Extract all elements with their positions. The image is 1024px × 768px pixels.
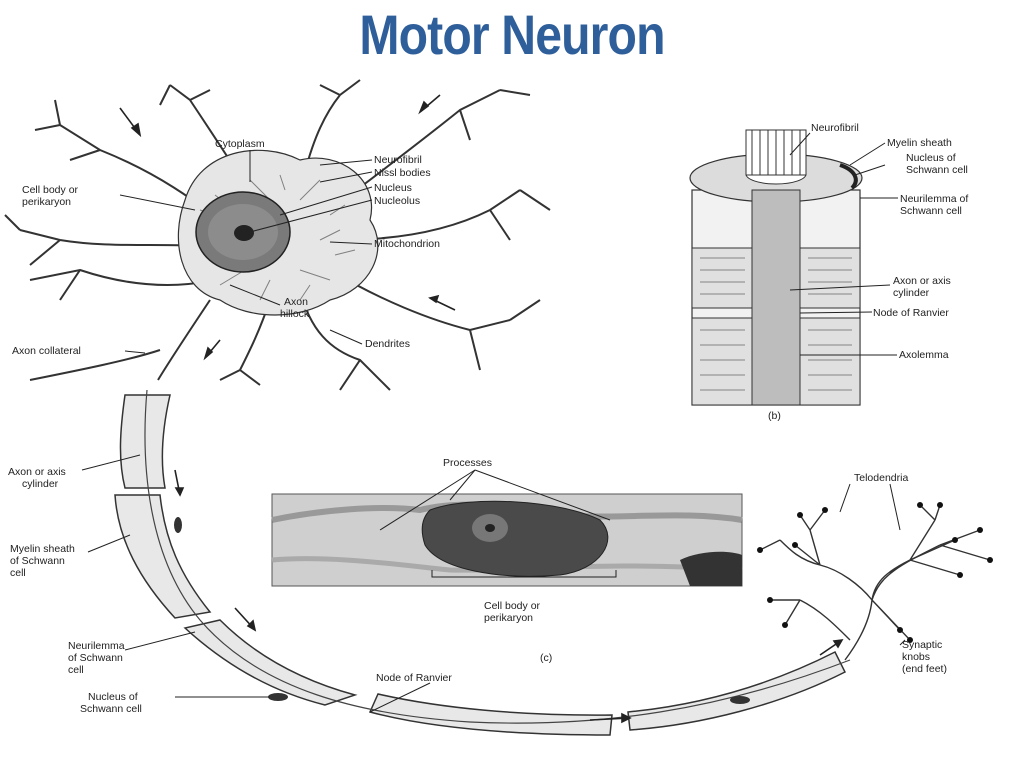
label-b-nucleus-1: Nucleus of <box>906 152 956 164</box>
label-b-neurilemma-1: Neurilemma of <box>900 193 968 205</box>
synaptic-knobs <box>757 502 993 643</box>
label-axon-collateral: Axon collateral <box>12 345 81 357</box>
label-b-axon-2: cylinder <box>893 287 930 299</box>
label-neurilemma-1: Neurilemma <box>68 640 125 652</box>
label-b-myelin: Myelin sheath <box>887 137 952 149</box>
page-title: Motor Neuron <box>359 3 665 66</box>
label-panel-c: (c) <box>540 652 552 664</box>
label-nucleus-schwann-1: Nucleus of <box>88 691 138 703</box>
label-b-node: Node of Ranvier <box>873 307 949 319</box>
label-neurofibril: Neurofibril <box>374 154 422 166</box>
label-myelin-2: of Schwann <box>10 555 65 567</box>
label-node-ranvier: Node of Ranvier <box>376 672 452 684</box>
panel-c-micrograph <box>271 493 743 587</box>
label-processes: Processes <box>443 457 492 469</box>
schwann-nucleus-marks <box>174 517 750 704</box>
label-neurilemma-3: cell <box>68 664 84 676</box>
label-b-nucleus-2: Schwann cell <box>906 164 968 176</box>
label-axon-hillock-2: hillock <box>280 308 310 320</box>
label-nissl-bodies: Nissl bodies <box>374 167 431 179</box>
impulse-arrows <box>119 94 844 724</box>
labels: Cytoplasm Neurofibril Nissl bodies Nucle… <box>8 122 968 715</box>
label-axon-cylinder-1: Axon or axis <box>8 466 66 478</box>
label-synaptic-1: Synaptic <box>902 639 942 651</box>
label-axon-cylinder-2: cylinder <box>22 478 59 490</box>
nucleus <box>195 191 291 273</box>
label-dendrites: Dendrites <box>365 338 410 350</box>
panel-b-illustration <box>689 129 863 406</box>
label-panel-b: (b) <box>768 410 781 422</box>
axon-core-line <box>144 389 851 724</box>
label-nucleolus: Nucleolus <box>374 195 420 207</box>
leader-lines <box>81 132 906 713</box>
axon-hillock <box>157 299 211 381</box>
label-nucleus-schwann-2: Schwann cell <box>80 703 142 715</box>
label-b-neurilemma-2: Schwann cell <box>900 205 962 217</box>
axon-collateral-line <box>29 349 161 381</box>
label-synaptic-3: (end feet) <box>902 663 947 675</box>
label-myelin-3: cell <box>10 567 26 579</box>
label-neurilemma-2: of Schwann <box>68 652 123 664</box>
label-myelin-1: Myelin sheath <box>10 543 75 555</box>
myelinated-axon <box>114 394 847 736</box>
nucleolus <box>234 225 254 241</box>
label-c-cell-body-2: perikaryon <box>484 612 533 624</box>
label-mitochondrion: Mitochondrion <box>374 238 440 250</box>
telodendria-branches <box>759 504 991 661</box>
label-cytoplasm: Cytoplasm <box>215 138 265 150</box>
label-axon-hillock-1: Axon <box>284 296 308 308</box>
label-cell-body-2: perikaryon <box>22 196 71 208</box>
label-b-neurofibril: Neurofibril <box>811 122 859 134</box>
label-b-axolemma: Axolemma <box>899 349 949 361</box>
label-c-cell-body-1: Cell body or <box>484 600 541 612</box>
label-b-axon-1: Axon or axis <box>893 275 951 287</box>
label-cell-body-1: Cell body or <box>22 184 79 196</box>
label-nucleus: Nucleus <box>374 182 412 194</box>
label-synaptic-2: knobs <box>902 651 930 663</box>
label-telodendria: Telodendria <box>854 472 908 484</box>
